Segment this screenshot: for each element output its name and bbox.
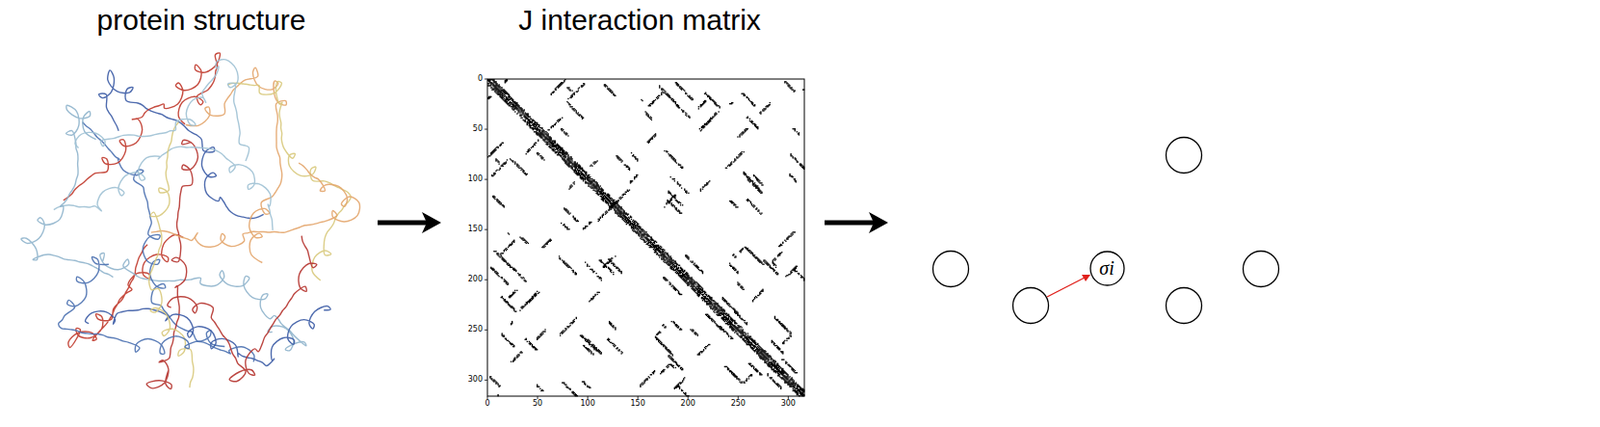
matrix-cell [520,114,522,116]
matrix-cell [702,291,704,293]
matrix-cell [630,218,632,220]
matrix-cell [713,312,715,314]
matrix-cell [584,179,586,181]
matrix-cell [738,326,740,328]
matrix-cell [514,110,516,112]
protein-chain [100,252,307,350]
protein-chain [227,81,351,281]
matrix-cell [638,235,640,237]
matrix-cell [516,112,518,114]
matrix-cell [532,129,534,131]
matrix-cell [711,308,713,310]
matrix-cell [627,214,629,216]
matrix-cell [687,284,689,286]
protein-chain [21,104,114,277]
matrix-cell [658,256,660,258]
protein-illustration [21,52,361,390]
matrix-cell [488,82,490,84]
matrix-cell [740,326,742,328]
matrix-cell [702,299,704,301]
matrix-cell [490,84,492,86]
matrix-cell [655,241,657,243]
matrix-cell [698,295,700,297]
matrix-cell [646,231,648,233]
protein-chain [75,59,250,161]
matrix-cell [519,111,521,113]
matrix-cell [695,283,697,285]
matrix-cell [641,236,643,237]
protein-chain [167,236,317,382]
matrix-cell [554,142,556,144]
matrix-cell [633,228,635,230]
matrix-cell [720,314,722,316]
matrix-cell [513,108,515,110]
matrix-cell [679,264,681,266]
matrix-cell [546,144,548,146]
protein-chain [99,70,264,219]
matrix-cell [630,216,632,218]
matrix-cell [644,241,646,243]
matrix-cell [735,322,737,324]
matrix-cell [501,86,503,88]
matrix-cell [664,259,666,261]
matrix-cell [529,116,531,118]
matrix-cell [521,117,523,119]
matrix-cell [568,166,570,168]
matrix-cell [555,152,557,154]
matrix-cell [598,194,600,196]
matrix-cell [603,200,604,202]
matrix-cell [526,124,528,126]
interaction-matrix-plot [484,78,805,399]
protein-chain [58,257,255,363]
matrix-cell [509,99,511,101]
matrix-cell [582,180,584,182]
matrix-cell [680,272,682,274]
matrix-cell [724,320,726,322]
matrix-cell [626,223,628,225]
matrix-cell [524,121,526,123]
